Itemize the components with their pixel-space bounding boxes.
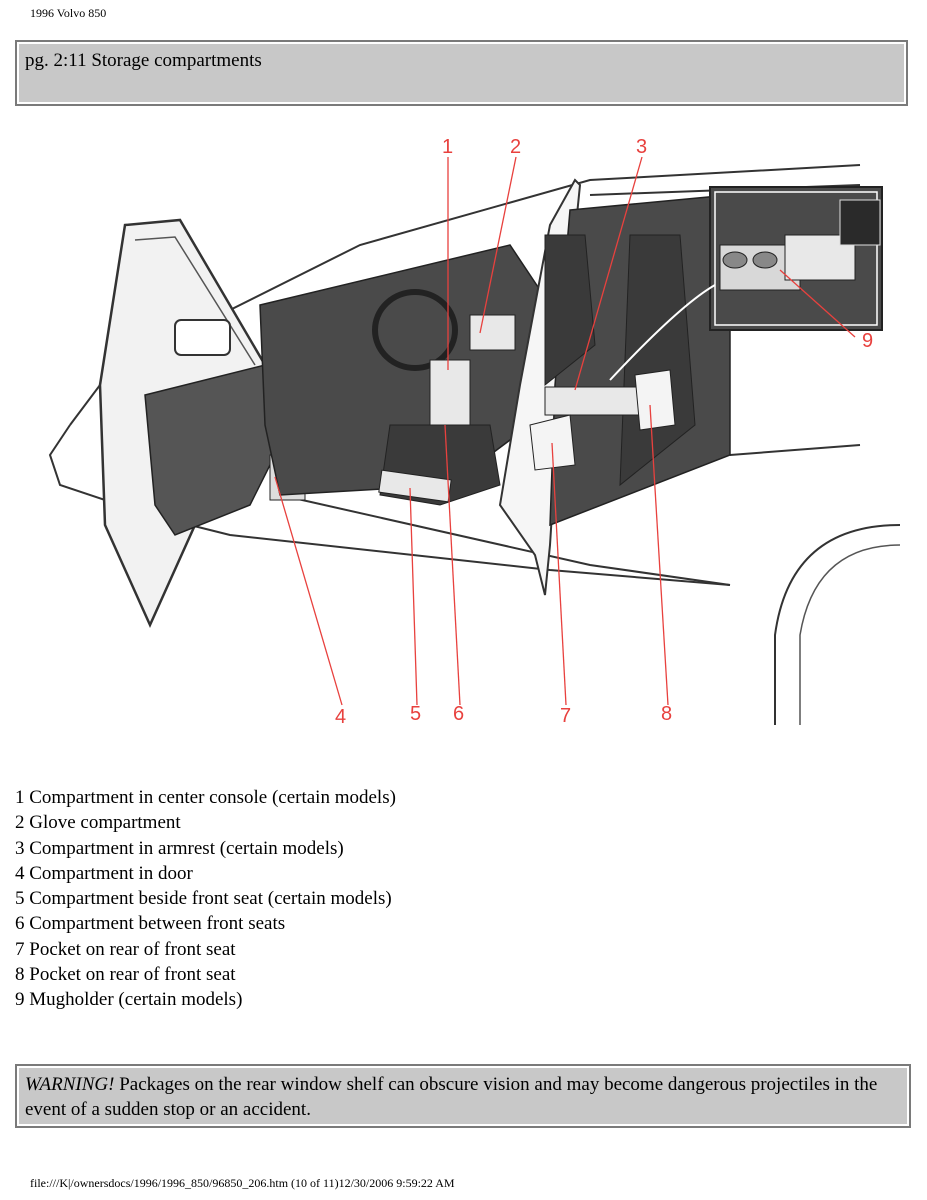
warning-label: WARNING! [25,1074,115,1095]
callout-2: 2 [510,136,521,158]
callout-5: 5 [410,703,421,725]
side-mirror [174,319,231,356]
center-console [429,359,471,426]
caption-item: 5 Compartment beside front seat (certain… [15,888,392,910]
callout-7: 7 [560,705,571,727]
caption-item: 9 Mugholder (certain models) [15,989,243,1011]
caption-item: 7 Pocket on rear of front seat [15,938,236,960]
document-header: 1996 Volvo 850 [30,6,107,20]
rear-wheel-arch [774,524,900,725]
callout-6: 6 [453,703,464,725]
callout-3: 3 [636,136,647,158]
callout-1: 1 [442,136,453,158]
rear-seat-back-left [544,234,596,387]
storage-compartments-illustration: 1 2 3 4 5 6 7 8 9 [48,136,900,728]
seat-side-compartment [378,469,452,503]
mugholder-inset [709,186,883,331]
caption-item: 3 Compartment in armrest (certain models… [15,837,344,859]
caption-item: 8 Pocket on rear of front seat [15,964,236,986]
steering-wheel [372,289,458,371]
caption-item: 2 Glove compartment [15,812,181,834]
glove-box [469,314,516,351]
warning-text: Packages on the rear window shelf can ob… [25,1074,878,1120]
callout-lines [274,156,856,706]
door-panel [144,364,276,536]
car-body [48,164,861,586]
callout-9: 9 [862,330,873,352]
caption-list: 1 Compartment in center console (certain… [15,785,396,1013]
page-title: pg. 2:11 Storage compartments [25,50,262,71]
callout-8: 8 [661,703,672,725]
caption-item: 1 Compartment in center console (certain… [15,787,396,808]
caption-item: 4 Compartment in door [15,862,193,884]
seat-pocket-left [529,414,576,471]
seat-pocket-right [634,369,676,431]
warning-box: WARNING! Packages on the rear window she… [15,1064,911,1128]
armrest-compartment [544,386,641,416]
caption-item: 6 Compartment between front seats [15,913,286,935]
document-footer: file:///K|/ownersdocs/1996/1996_850/9685… [30,1176,455,1190]
callout-4: 4 [335,706,346,728]
page-title-box: pg. 2:11 Storage compartments [15,40,908,106]
